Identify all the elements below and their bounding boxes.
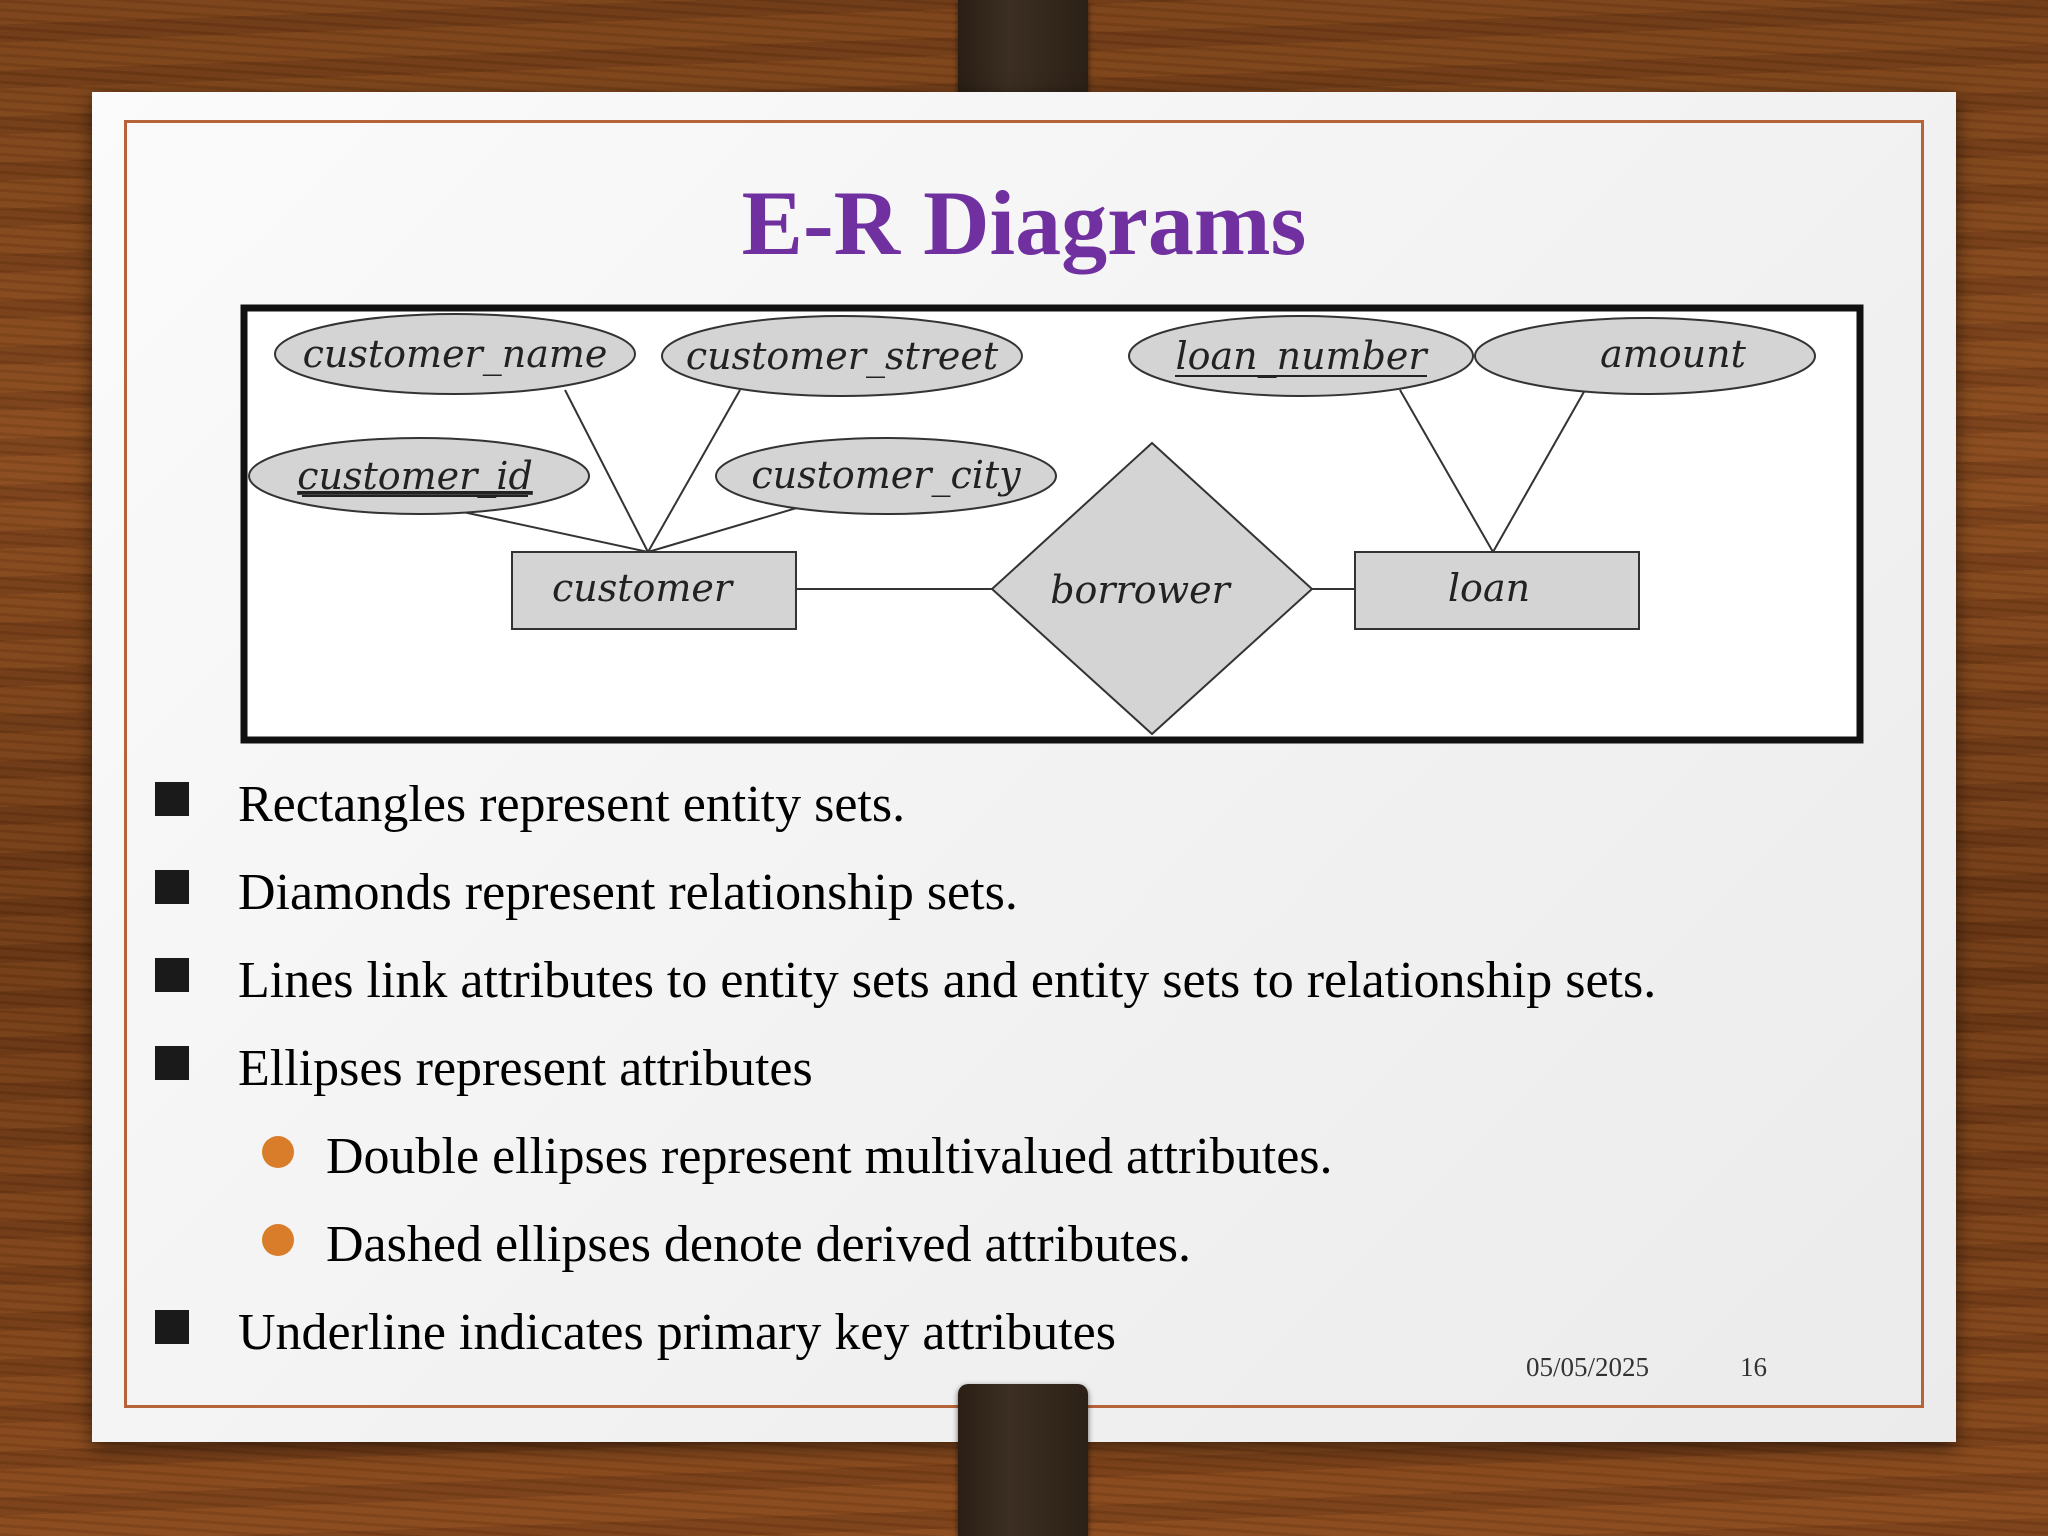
bullet-text: Rectangles represent entity sets. [238, 776, 906, 833]
circle-bullet-icon [262, 1224, 294, 1256]
square-bullet-icon [155, 1046, 189, 1080]
bullet-item: Rectangles represent entity sets. [150, 770, 1850, 858]
circle-bullet-icon [262, 1136, 294, 1168]
attribute-customer-street-label: customer_street [686, 334, 999, 379]
attribute-customer-street: customer_street [661, 315, 1023, 397]
square-bullet-icon [155, 782, 189, 816]
bullet-text: Ellipses represent attributes [238, 1040, 813, 1097]
bullet-item: Lines link attributes to entity sets and… [150, 946, 1850, 1034]
connector-lines [439, 389, 1586, 590]
slide-date: 05/05/2025 [1526, 1352, 1650, 1382]
attribute-loan-number-label: loan_number [1175, 334, 1429, 379]
attribute-customer-name: customer_name [274, 313, 636, 395]
square-bullet-icon [155, 870, 189, 904]
er-diagram: customer_name customer_street customer_i… [240, 304, 1864, 744]
attribute-customer-id-label: customer_id [297, 454, 533, 499]
sub-bullet-item: Dashed ellipses denote derived attribute… [150, 1210, 1850, 1298]
sub-bullet-text: Dashed ellipses denote derived attribute… [326, 1216, 1191, 1273]
entity-customer-label: customer [552, 566, 735, 610]
attribute-customer-city-label: customer_city [751, 453, 1021, 498]
attribute-amount-label: amount [1600, 332, 1747, 376]
square-bullet-icon [155, 1310, 189, 1344]
entity-loan: loan [1354, 551, 1640, 630]
paper-clip-strap-bottom [958, 1384, 1088, 1536]
bullet-list: Rectangles represent entity sets. Diamon… [150, 770, 1850, 1386]
attribute-customer-id: customer_id [248, 437, 590, 515]
bullet-text: Lines link attributes to entity sets and… [238, 952, 1657, 1009]
slide-page-number: 16 [1740, 1352, 1767, 1382]
bullet-item: Underline indicates primary key attribut… [150, 1298, 1850, 1386]
attribute-loan-number: loan_number [1128, 315, 1474, 397]
attribute-customer-city: customer_city [715, 437, 1057, 515]
sub-bullet-item: Double ellipses represent multivalued at… [150, 1122, 1850, 1210]
slide-title: E-R Diagrams [741, 172, 1307, 274]
square-bullet-icon [155, 958, 189, 992]
entity-loan-label: loan [1448, 566, 1530, 610]
attribute-customer-name-label: customer_name [303, 332, 608, 377]
bullet-text: Underline indicates primary key attribut… [238, 1304, 1116, 1361]
bullet-item: Diamonds represent relationship sets. [150, 858, 1850, 946]
bullet-text: Diamonds represent relationship sets. [238, 864, 1018, 921]
attribute-amount: amount [1474, 317, 1816, 395]
bullet-item: Ellipses represent attributes [150, 1034, 1850, 1122]
relationship-borrower-label: borrower [1050, 568, 1232, 612]
entity-customer: customer [511, 551, 797, 630]
sub-bullet-text: Double ellipses represent multivalued at… [326, 1128, 1333, 1185]
relationship-borrower: borrower [990, 441, 1314, 736]
